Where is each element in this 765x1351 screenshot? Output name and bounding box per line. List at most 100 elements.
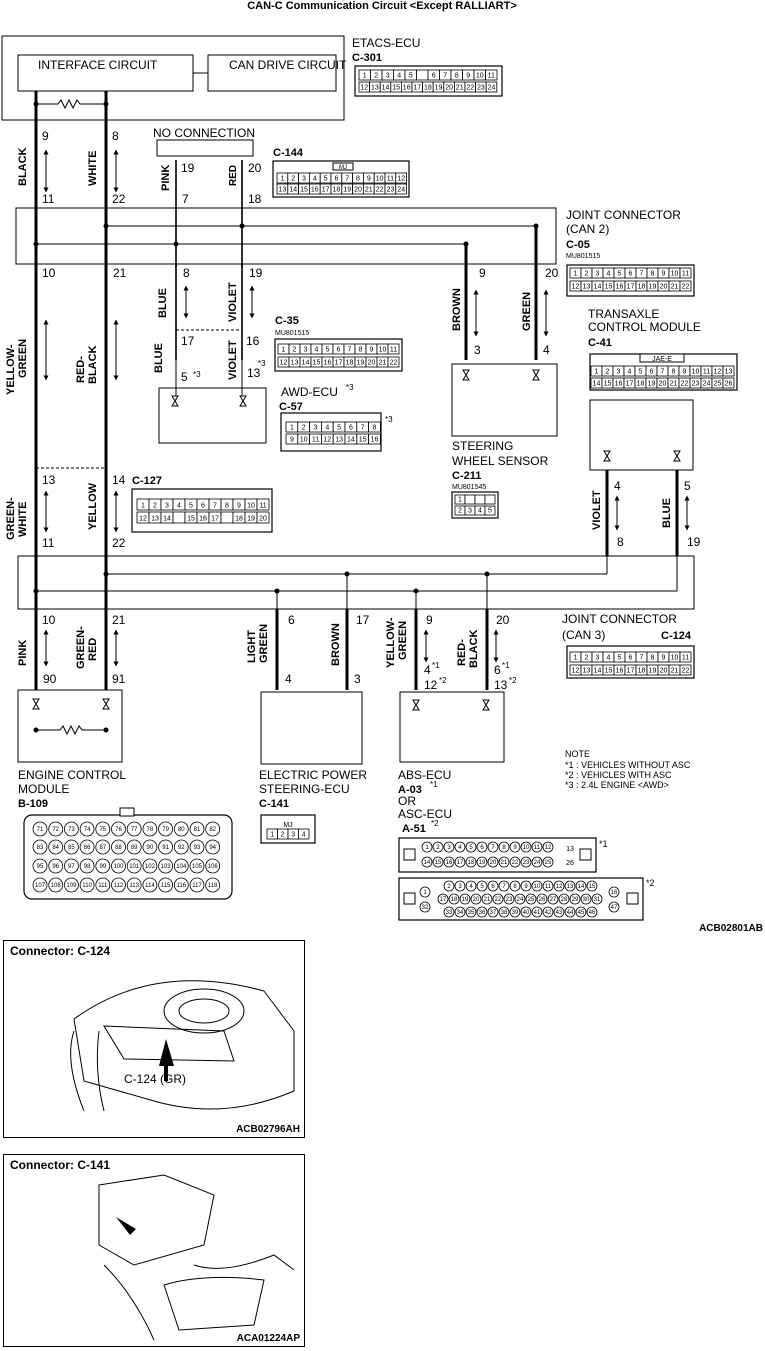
pin-label: 6	[288, 613, 295, 627]
ecm-pin: 85	[68, 845, 75, 851]
pin-circle	[509, 880, 521, 892]
asc-pin: 40	[523, 910, 530, 916]
note-line1: *1 : VEHICLES WITHOUT ASC	[565, 760, 691, 770]
c57-pin: 16	[371, 437, 379, 444]
etacs-pin: 3	[386, 73, 390, 80]
pin-circle	[95, 821, 111, 837]
can-drive-circuit-label: CAN DRIVE CIRCUIT	[229, 58, 347, 72]
etacs-pin: 8	[455, 73, 459, 80]
asc-pin: 12	[556, 884, 563, 890]
asc-pin: 43	[556, 910, 563, 916]
pin-circle	[481, 893, 493, 905]
c124-pin: 2	[585, 655, 589, 662]
connector-housing	[274, 338, 403, 372]
asc-pin: 32	[422, 905, 429, 911]
note-head: NOTE	[565, 749, 590, 759]
pin-label: 19	[249, 266, 263, 280]
joint-connector-can3-box	[17, 555, 695, 610]
c35-pin: 18	[346, 360, 354, 367]
pin-circle	[503, 893, 515, 905]
pin-cell	[298, 828, 310, 840]
pin-circle	[95, 877, 111, 893]
pin-circle	[454, 880, 466, 892]
c127-pin: 9	[237, 503, 241, 510]
asc-pin: 4	[469, 884, 473, 890]
side-block	[626, 892, 639, 905]
c124-pin: 11	[682, 655, 689, 662]
c144-pin: 22	[376, 187, 384, 194]
c35-connector-id: C-35	[275, 315, 299, 327]
pin-circle	[189, 839, 205, 855]
ecm-pin: 96	[52, 864, 59, 870]
pin-cell	[256, 498, 270, 511]
junction-dot	[239, 223, 245, 229]
engine-name: ENGINE CONTROL	[18, 768, 126, 782]
transceiver-symbol	[603, 450, 681, 462]
pin-label: 14	[112, 473, 126, 487]
joint2-pin: 3	[596, 271, 600, 278]
etacs-pin: 11	[488, 73, 495, 80]
pin-circle	[520, 841, 532, 853]
junction-dot	[33, 588, 39, 594]
c211-part: MU801545	[452, 484, 486, 491]
c41-pin: 26	[725, 381, 733, 388]
pin-circle	[487, 880, 499, 892]
joint2-pin: 8	[651, 271, 655, 278]
pin-circle	[564, 880, 576, 892]
asc-pin: 9	[524, 884, 528, 890]
c144-pin: 20	[354, 187, 362, 194]
connector-housing	[566, 264, 695, 297]
wire-color-black: BLACK	[17, 147, 29, 186]
ecm-pin: 107	[35, 883, 46, 889]
pin-circle	[465, 856, 477, 868]
pin-circle	[487, 841, 499, 853]
c144-pin: 16	[311, 187, 319, 194]
lock-tab	[332, 162, 354, 171]
asc-pin: 2	[447, 884, 451, 890]
c127-pin: 13	[151, 516, 159, 523]
c41-pin: 3	[617, 369, 621, 376]
etacs-pin: 22	[466, 85, 474, 92]
pin-circle	[79, 877, 95, 893]
ecm-pin: 97	[68, 864, 75, 870]
etacs-pin: 18	[424, 85, 432, 92]
etacs-pin: 15	[392, 85, 400, 92]
junction-dot	[274, 588, 280, 594]
c35-pin: 10	[379, 347, 387, 354]
c144-pin: 3	[302, 176, 306, 183]
connector-c124-photo-panel: Connector: C-124 C-124 (GR) ACB02796AH	[3, 940, 305, 1138]
pin-circle	[111, 858, 126, 874]
pin-circle	[520, 906, 532, 918]
c41-pin: 22	[681, 381, 689, 388]
pin-circle	[487, 856, 499, 868]
joint2-part: MU801515	[566, 253, 600, 260]
wire-color-blue-2: BLUE	[153, 343, 165, 373]
junction-dot	[344, 571, 350, 577]
joint2-pin: 22	[682, 284, 690, 291]
c35-pin: 4	[315, 347, 319, 354]
steering-wheel-sensor-box	[451, 363, 558, 437]
etacs-pin: 10	[476, 73, 484, 80]
c144-pin: 9	[367, 176, 371, 183]
c57-connector-id: C-57	[279, 401, 303, 413]
ecm-pin: 75	[99, 827, 106, 833]
pin-circle	[111, 877, 126, 893]
c127-pin: 7	[213, 503, 217, 510]
wire-color-yellow-green: YELLOW-	[5, 344, 17, 395]
c41-pin: 17	[626, 381, 634, 388]
pin-label: 4	[424, 663, 431, 677]
pin-circle	[95, 858, 111, 874]
pin-circle	[189, 821, 205, 837]
c41-pin: 20	[659, 381, 667, 388]
joint2-pin: 11	[682, 271, 689, 278]
connector-housing	[398, 877, 644, 921]
pin-cell	[485, 69, 498, 81]
pin-circle	[126, 858, 142, 874]
joint2-pin: 21	[671, 284, 679, 291]
pin-circle	[575, 906, 587, 918]
note-mark: *1	[432, 661, 440, 670]
asc-pin: 31	[594, 897, 601, 903]
